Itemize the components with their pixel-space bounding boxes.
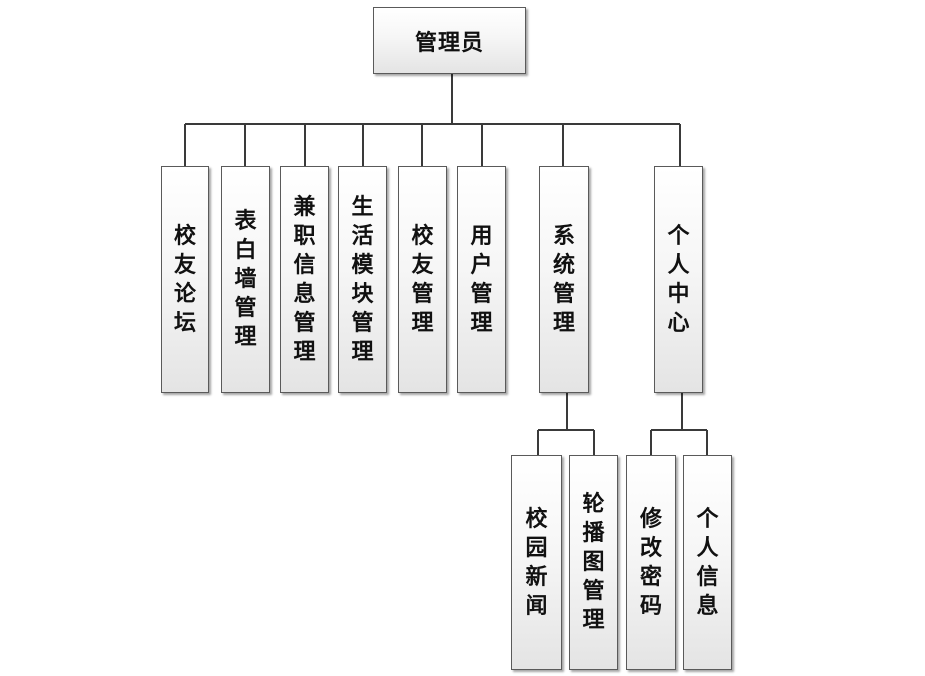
node-label: 校园新闻 xyxy=(525,506,548,619)
node-personal-center: 个人中心 xyxy=(654,166,703,393)
node-label: 校友论坛 xyxy=(173,223,196,336)
node-label: 轮播图管理 xyxy=(582,492,605,633)
node-life-module-management: 生活模块管理 xyxy=(338,166,387,393)
node-label: 生活模块管理 xyxy=(351,194,374,365)
node-confession-wall-management: 表白墙管理 xyxy=(221,166,270,393)
node-administrator: 管理员 xyxy=(373,7,526,74)
node-part-time-info-management: 兼职信息管理 xyxy=(280,166,329,393)
node-label: 个人信息 xyxy=(696,506,719,619)
node-label: 表白墙管理 xyxy=(234,209,257,350)
node-user-management: 用户管理 xyxy=(457,166,506,393)
node-label: 校友管理 xyxy=(411,223,434,336)
node-alumni-management: 校友管理 xyxy=(398,166,447,393)
node-alumni-forum: 校友论坛 xyxy=(161,166,209,393)
node-administrator-label: 管理员 xyxy=(414,30,484,56)
node-label: 个人中心 xyxy=(667,223,690,336)
node-label: 兼职信息管理 xyxy=(293,194,316,365)
node-label: 用户管理 xyxy=(470,223,493,336)
node-label: 系统管理 xyxy=(552,223,575,336)
node-campus-news: 校园新闻 xyxy=(511,455,562,670)
node-personal-info: 个人信息 xyxy=(683,455,732,670)
node-carousel-management: 轮播图管理 xyxy=(569,455,618,670)
node-system-management: 系统管理 xyxy=(539,166,589,393)
node-label: 修改密码 xyxy=(639,506,662,619)
node-change-password: 修改密码 xyxy=(626,455,676,670)
